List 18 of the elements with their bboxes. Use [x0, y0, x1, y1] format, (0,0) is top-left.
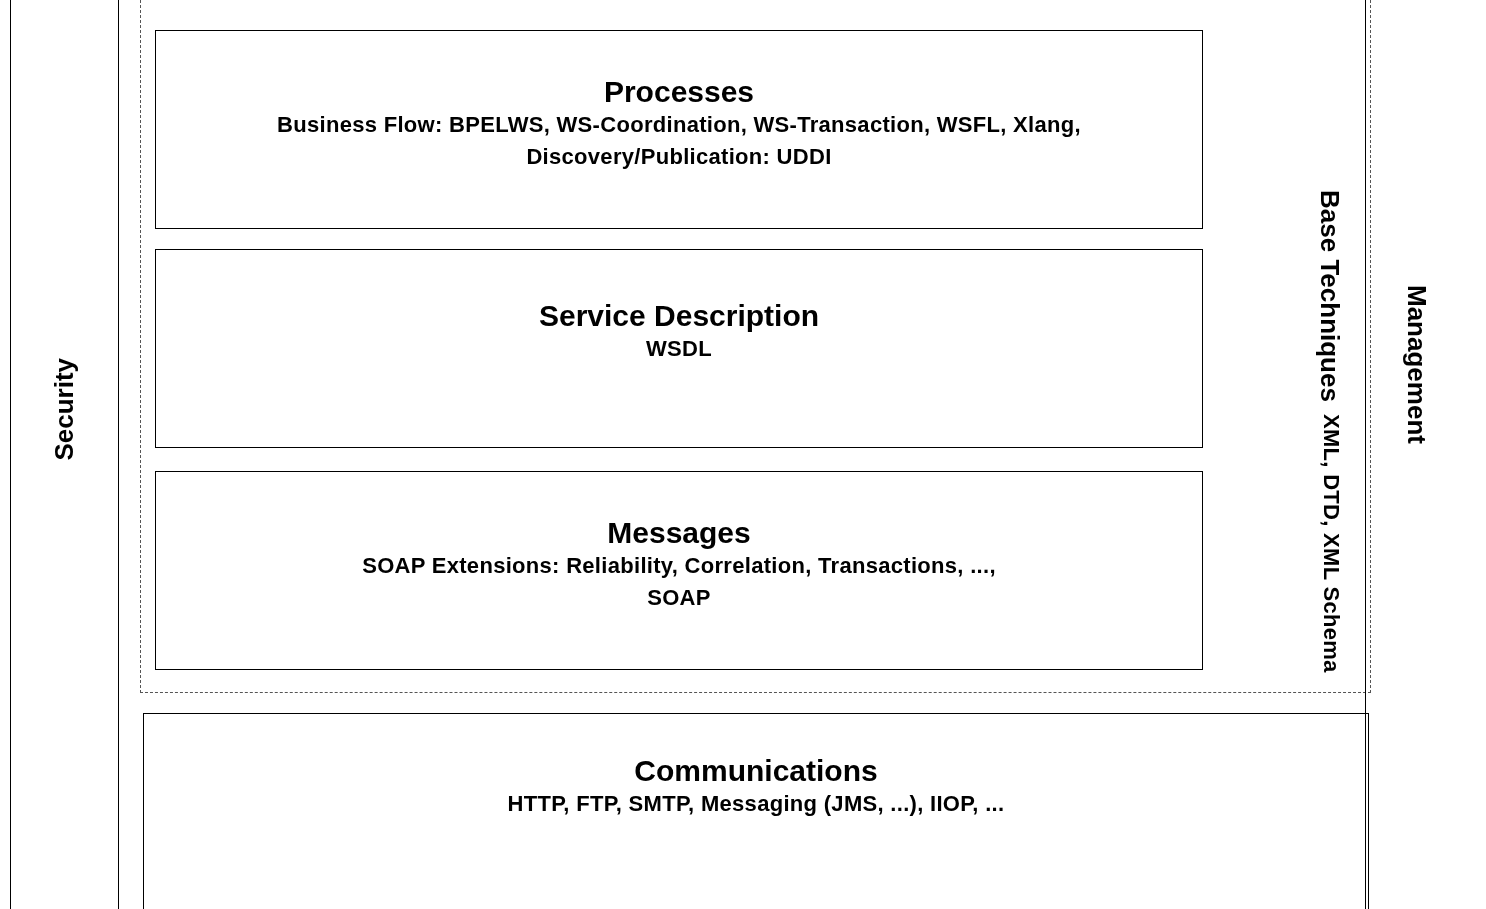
layer-title: Processes: [602, 74, 756, 109]
layer-description: Business Flow: BPELWS, WS-Coordination, WS-Transaction, WSFL, Xlang, Discovery/Publication: UDDI: [276, 110, 1082, 171]
layer-box: [155, 30, 1203, 229]
security-column: [10, 0, 119, 909]
layer-box: [143, 713, 1369, 909]
layer-description: XML, DTD, XML Schema: [1318, 413, 1344, 673]
layer-title: Base Techniques: [1314, 190, 1344, 402]
layer-title: Security: [49, 358, 80, 461]
layer-box: [155, 249, 1203, 448]
layer-title: Management: [1400, 285, 1432, 444]
layer-title: Communications: [633, 753, 879, 788]
layer-description: SOAP Extensions: Reliability, Correlation, Transactions, ..., SOAP: [361, 551, 997, 612]
layer-title: Service Description: [538, 298, 820, 333]
layer-title: Messages: [606, 515, 752, 550]
base-techniques-container: [140, 0, 1371, 693]
layer-description: WSDL: [645, 334, 713, 363]
layer-description: HTTP, FTP, SMTP, Messaging (JMS, ...), IIOP, ...: [507, 789, 1005, 818]
layer-box: [155, 471, 1203, 670]
